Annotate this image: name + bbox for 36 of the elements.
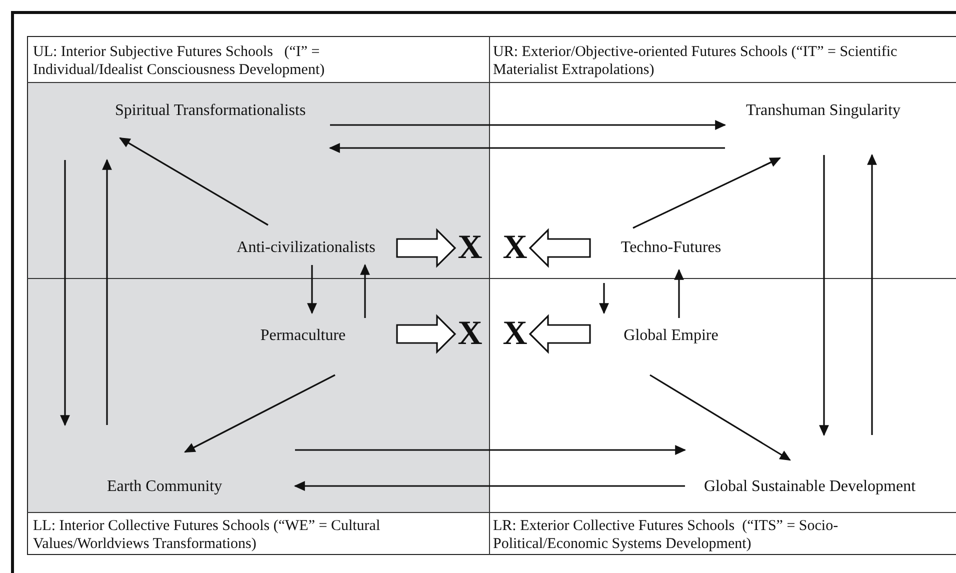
quadrant-heading: LR: Exterior Collective Futures Schools (“ITS” = Socio-Political/Economic Systems Development) — [493, 517, 840, 553]
arrow — [632, 157, 781, 229]
arrow — [119, 137, 268, 226]
x-mark: X — [502, 317, 528, 351]
arrow — [184, 374, 336, 453]
arrow — [599, 283, 609, 314]
arrow — [295, 445, 686, 455]
node-label: Earth Community — [107, 477, 222, 497]
arrow — [674, 268, 684, 318]
block-arrow — [396, 314, 456, 354]
arrow — [60, 160, 70, 426]
node-label: Transhuman Singularity — [746, 101, 901, 121]
arrow — [307, 265, 317, 314]
node-label: Global Sustainable Development — [704, 477, 916, 497]
node-label: Techno-Futures — [620, 238, 722, 258]
x-mark: X — [502, 231, 528, 265]
quadrant-heading: UR: Exterior/Objective-oriented Futures Schools (“IT” = Scientific Materialist Extrapolations) — [493, 43, 898, 79]
quadrant-heading: UL: Interior Subjective Futures Schools (“I” = Individual/Idealist Consciousness Development) — [33, 43, 326, 79]
arrow — [819, 155, 829, 436]
node-label: Permaculture — [260, 326, 346, 346]
node-label: Spiritual Transformationalists — [115, 101, 306, 121]
x-mark: X — [458, 317, 482, 351]
arrow — [102, 158, 112, 425]
arrow — [867, 154, 877, 435]
arrow — [330, 120, 726, 130]
arrow — [360, 264, 370, 318]
block-arrow — [396, 228, 456, 268]
x-mark: X — [458, 231, 482, 265]
quadrant-heading: LL: Interior Collective Futures Schools (“WE” = Cultural Values/Worldviews Transformations) — [33, 517, 382, 553]
node-label: Anti-civilizationalists — [236, 238, 376, 258]
arrow — [294, 481, 685, 491]
block-arrow — [528, 228, 591, 268]
block-arrow — [528, 314, 591, 354]
arrow — [328, 143, 725, 153]
node-label: Global Empire — [624, 326, 718, 346]
arrow — [650, 374, 791, 461]
